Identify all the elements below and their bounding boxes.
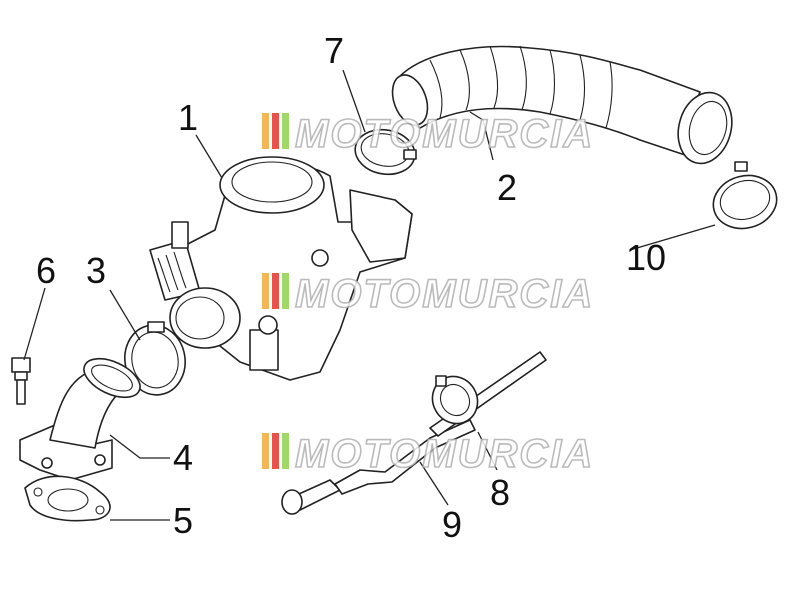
intake-hose bbox=[391, 45, 733, 165]
hose-clamp-10 bbox=[712, 161, 778, 230]
callout-8: 8 bbox=[490, 472, 510, 513]
callout-2: 2 bbox=[497, 167, 517, 208]
callout-9: 9 bbox=[442, 504, 462, 545]
callout-7: 7 bbox=[324, 30, 344, 71]
watermark-stripe bbox=[272, 433, 279, 469]
watermark-stripe bbox=[282, 273, 289, 309]
watermark-top: MOTOMURCIA bbox=[262, 111, 594, 157]
hose-clamp-3 bbox=[124, 321, 186, 396]
fuel-pipe bbox=[281, 419, 476, 515]
gasket bbox=[24, 475, 111, 522]
watermark-stripe bbox=[262, 113, 269, 149]
callout-1: 1 bbox=[178, 97, 198, 138]
watermark-stripe bbox=[262, 273, 269, 309]
pin-shaft bbox=[429, 351, 547, 437]
intake-manifold bbox=[19, 357, 141, 481]
watermark-stripe bbox=[262, 433, 269, 469]
watermark-bottom: MOTOMURCIA bbox=[262, 431, 594, 477]
carburettor bbox=[149, 156, 413, 381]
watermark-stripe bbox=[272, 273, 279, 309]
watermark-stripe bbox=[282, 113, 289, 149]
callout-10: 10 bbox=[626, 237, 666, 278]
hose-clamp-7 bbox=[354, 128, 417, 176]
watermark-text: MOTOMURCIA bbox=[295, 432, 594, 476]
watermark-stripe bbox=[272, 113, 279, 149]
watermark-text: MOTOMURCIA bbox=[295, 112, 594, 156]
callout-5: 5 bbox=[173, 500, 193, 541]
watermark-stripe bbox=[282, 433, 289, 469]
callout-4: 4 bbox=[173, 437, 193, 478]
watermark-middle: MOTOMURCIA bbox=[262, 271, 594, 317]
leader-lines bbox=[23, 69, 716, 521]
watermark-text: MOTOMURCIA bbox=[295, 272, 594, 316]
callout-6: 6 bbox=[36, 250, 56, 291]
bolt-6 bbox=[11, 357, 31, 405]
callout-numbers: 1 2 3 4 5 6 7 8 9 10 bbox=[36, 30, 666, 545]
callout-3: 3 bbox=[86, 250, 106, 291]
